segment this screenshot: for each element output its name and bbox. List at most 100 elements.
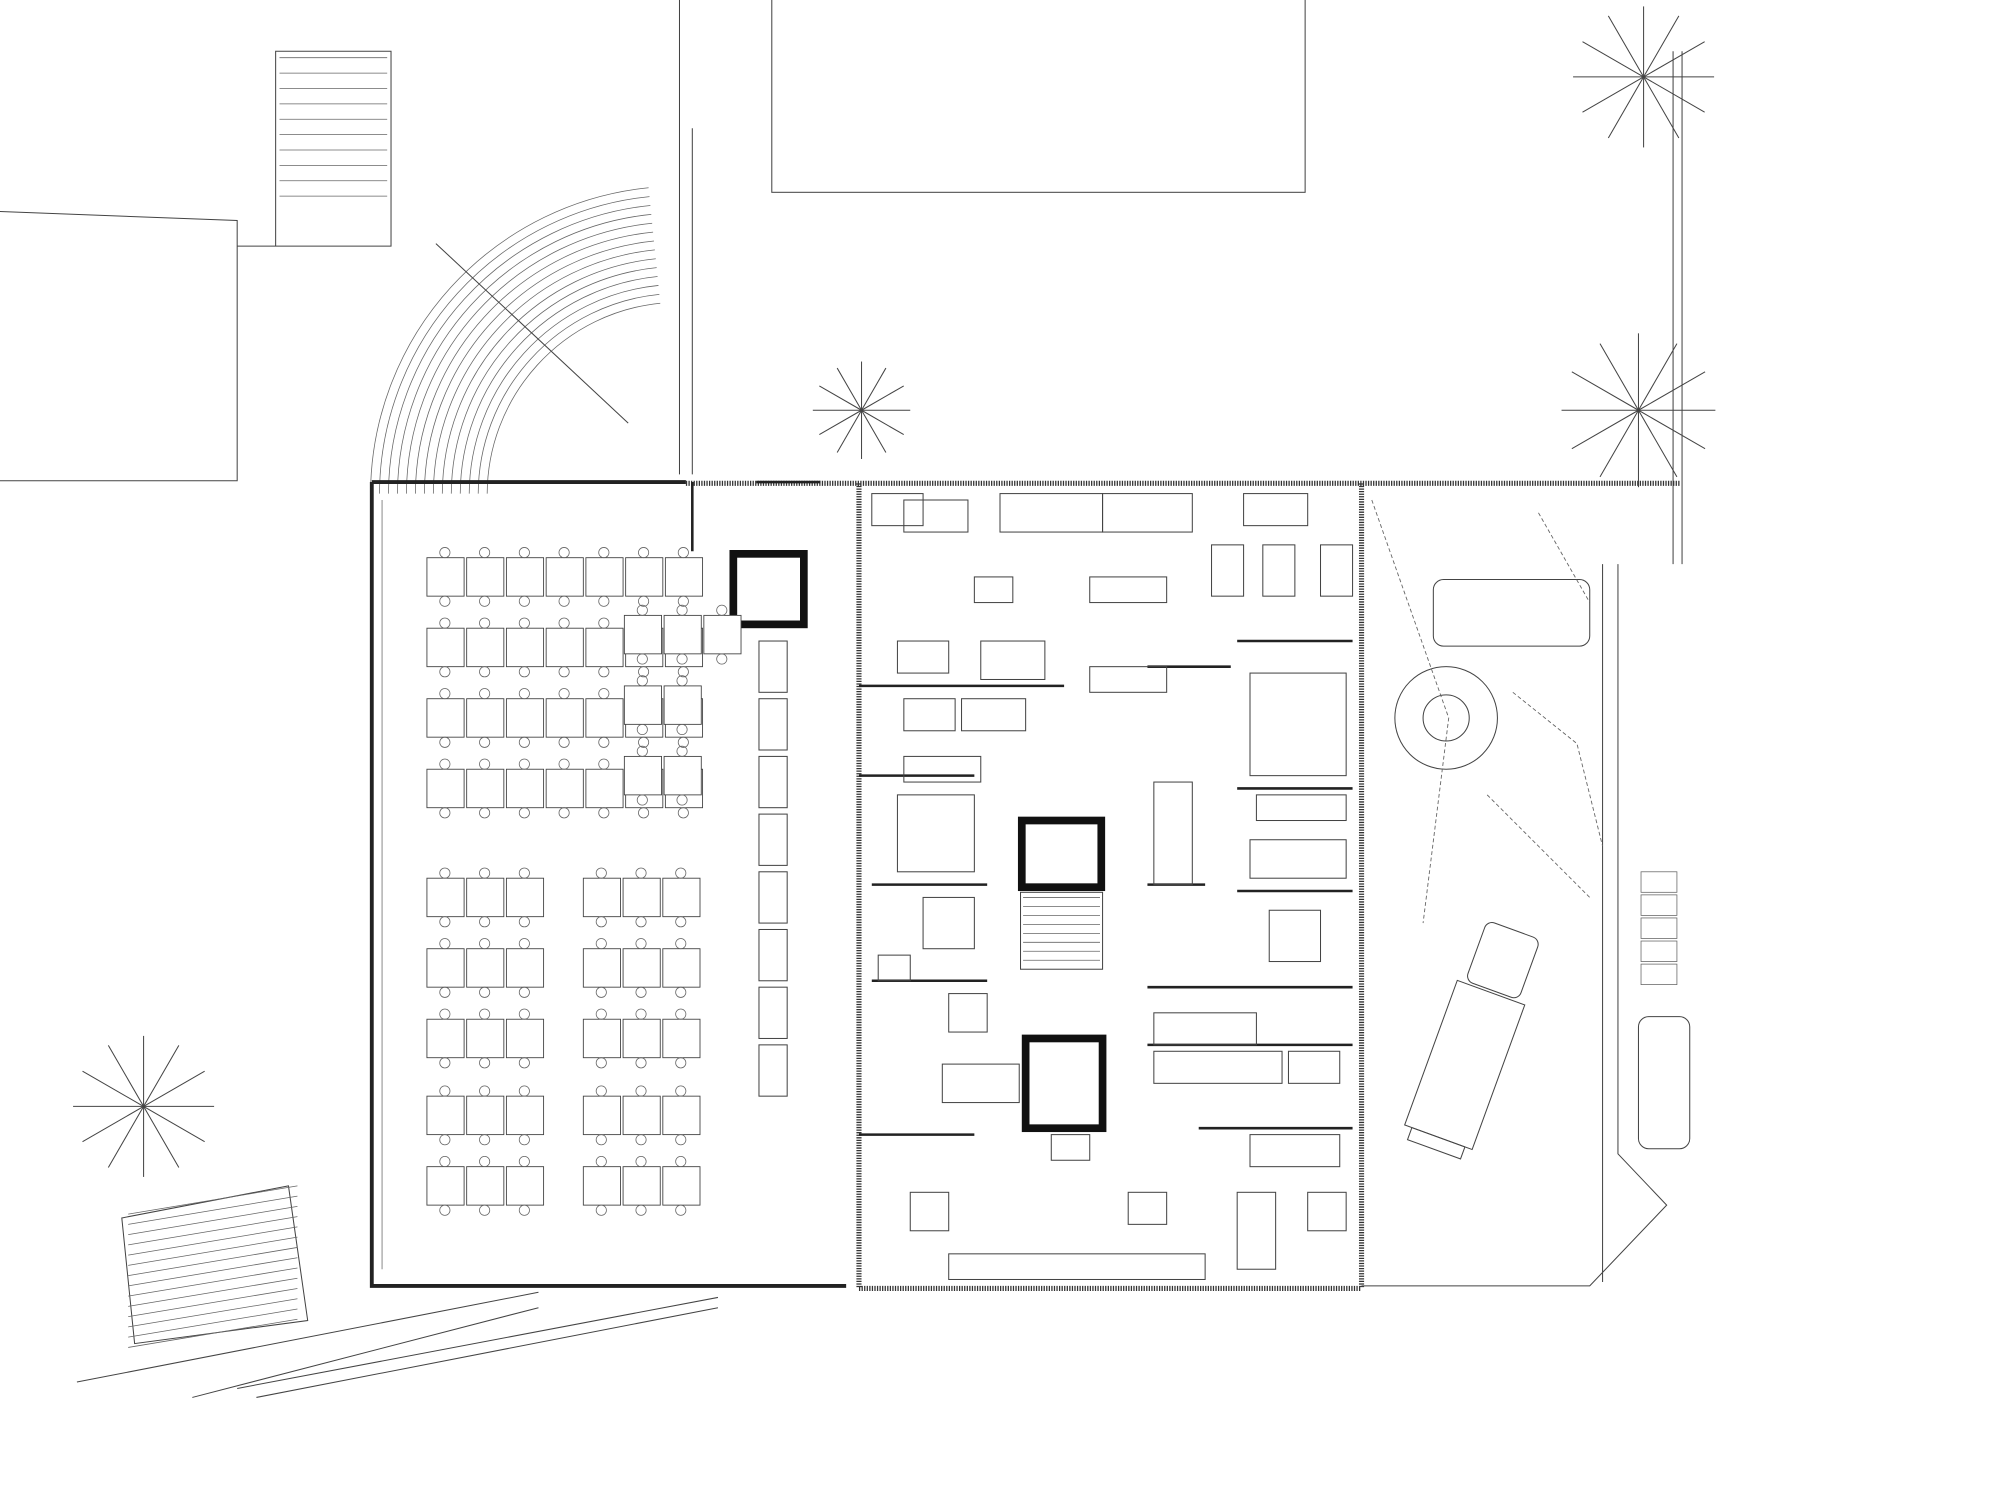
roof-line xyxy=(128,1318,298,1348)
kitchen-unit xyxy=(941,1063,1020,1104)
tree-branch xyxy=(861,385,904,411)
roof-line xyxy=(128,1298,298,1328)
parking-bays xyxy=(1640,871,1678,986)
turntable-inner xyxy=(1422,694,1470,742)
table xyxy=(426,768,465,809)
tree-branch xyxy=(1582,41,1644,78)
chair xyxy=(598,547,610,559)
table xyxy=(625,557,664,597)
table xyxy=(582,948,621,988)
table xyxy=(466,948,505,988)
tree-branch xyxy=(861,367,887,411)
chair xyxy=(518,736,530,748)
counter-segment xyxy=(758,986,788,1039)
tree-branch xyxy=(1643,76,1680,139)
sports-field xyxy=(771,0,1306,193)
kitchen-unit xyxy=(871,493,924,527)
step-arc xyxy=(406,222,653,494)
step-arc xyxy=(423,240,655,494)
tree-branch xyxy=(143,1105,205,1143)
chair xyxy=(518,916,530,928)
table xyxy=(662,1095,701,1136)
chair xyxy=(518,758,530,770)
chair xyxy=(518,867,530,879)
chair xyxy=(636,604,648,616)
chair xyxy=(518,688,530,700)
table xyxy=(623,685,662,725)
chair xyxy=(479,1085,491,1097)
tree-branch xyxy=(836,367,862,411)
chair xyxy=(638,547,650,559)
chair xyxy=(636,653,648,665)
kitchen-unit xyxy=(961,698,1027,732)
chair xyxy=(558,666,570,678)
table xyxy=(505,1095,545,1136)
counter-segment xyxy=(758,928,788,982)
amphitheatre-steps xyxy=(370,187,661,494)
kitchen-unit xyxy=(1249,1134,1341,1168)
car-parked xyxy=(1637,1016,1691,1150)
chair xyxy=(635,1204,647,1216)
table xyxy=(623,755,662,796)
tree-branch xyxy=(1638,409,1706,450)
tree-branch xyxy=(1643,76,1705,113)
chair xyxy=(479,1008,491,1020)
kitchen-unit xyxy=(1211,544,1245,597)
table xyxy=(662,948,701,988)
kitchen-unit xyxy=(1249,839,1347,879)
chair xyxy=(636,723,648,736)
vehicles xyxy=(1371,499,1691,1160)
chair xyxy=(676,675,688,687)
table xyxy=(585,557,624,597)
chair xyxy=(439,617,451,629)
kitchen-unit xyxy=(948,993,988,1033)
counter-segment xyxy=(758,813,788,866)
tree-branch xyxy=(107,1106,145,1168)
chair xyxy=(439,1057,451,1069)
chair xyxy=(635,1085,647,1097)
tree-branch xyxy=(82,1105,144,1143)
table xyxy=(582,877,621,918)
chair xyxy=(479,986,491,998)
chair xyxy=(675,938,687,950)
step-arc xyxy=(450,267,657,494)
kitchen-unit xyxy=(1153,1050,1283,1084)
kitchen-unit xyxy=(1287,1050,1341,1084)
chair xyxy=(518,666,530,678)
chair xyxy=(635,1057,647,1069)
chair xyxy=(595,916,607,928)
chair xyxy=(677,807,689,819)
table xyxy=(466,1095,505,1136)
roof-line xyxy=(128,1216,298,1246)
table xyxy=(426,1095,465,1136)
chair xyxy=(558,595,570,607)
table xyxy=(585,768,624,809)
kitchen-unit xyxy=(973,576,1014,604)
chair xyxy=(676,794,688,806)
table xyxy=(505,1166,545,1206)
step-arc xyxy=(432,249,655,494)
table xyxy=(466,768,505,809)
table xyxy=(505,877,545,918)
chair xyxy=(518,807,530,819)
kitchen-unit xyxy=(903,755,982,783)
chair xyxy=(635,938,647,950)
table xyxy=(582,1166,621,1206)
chair xyxy=(479,758,491,770)
chair xyxy=(479,807,491,819)
chair xyxy=(598,595,610,607)
table xyxy=(545,557,584,597)
chair xyxy=(677,736,689,748)
tree-branch xyxy=(1607,15,1645,78)
chair xyxy=(479,1156,491,1168)
kitchen-unit xyxy=(877,954,911,982)
chair xyxy=(518,1134,530,1146)
counter-segment xyxy=(758,698,788,751)
table xyxy=(663,685,702,725)
kitchen-unit xyxy=(999,493,1104,533)
chair xyxy=(635,867,647,879)
chair xyxy=(638,807,650,819)
table xyxy=(663,755,702,796)
chair xyxy=(479,547,491,559)
parking-bay xyxy=(1640,940,1678,962)
